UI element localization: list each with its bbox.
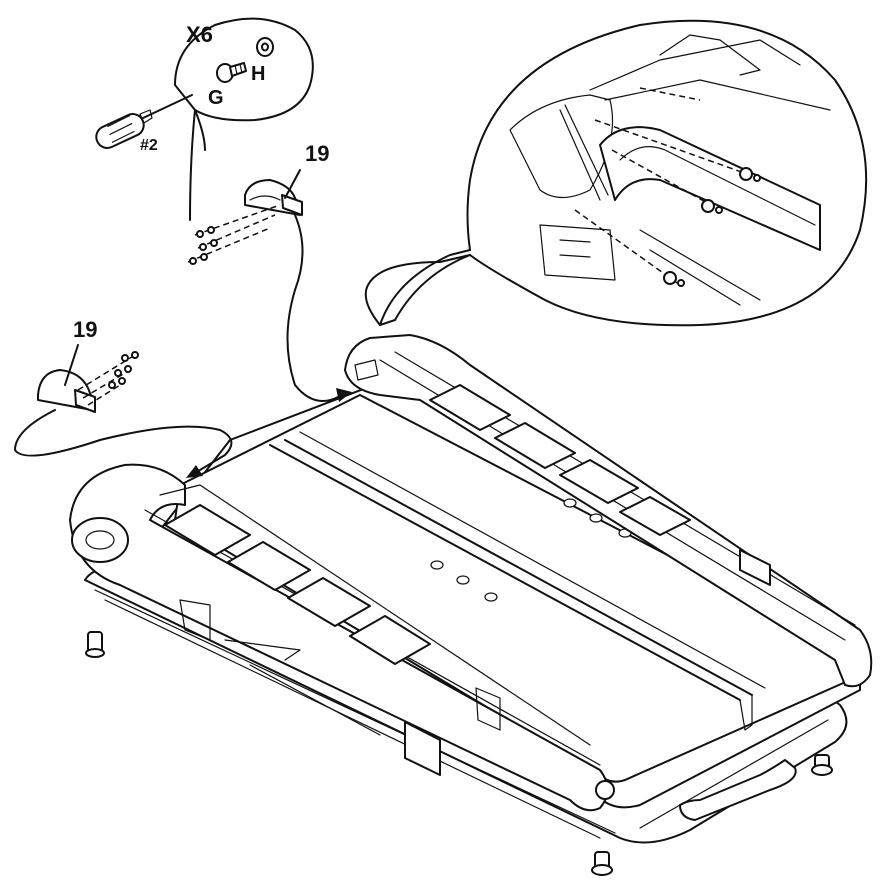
left-side-rail [69, 463, 615, 812]
washer-h-icon [256, 37, 274, 57]
right-side-rail [344, 334, 873, 688]
part-19-upper [187, 169, 303, 265]
screwdriver-label: #2 [140, 137, 158, 154]
part-g-label: G [208, 87, 224, 109]
screwdriver-icon [95, 94, 193, 149]
tools-callout [95, 17, 314, 221]
arrow-head-upper [336, 388, 352, 402]
tools-leader [189, 109, 196, 221]
part-19-left-label: 19 [73, 317, 97, 342]
screw-g-icon [216, 62, 247, 83]
part-19-left [37, 344, 139, 413]
quantity-label: X6 [186, 22, 213, 47]
detail-callout [379, 19, 868, 327]
part-19-left-leader [14, 409, 233, 471]
part-19-upper-leader [286, 214, 341, 403]
callout-leader [364, 254, 471, 326]
arrow-head-left [186, 465, 203, 478]
part-h-label: H [251, 63, 265, 85]
part-19-upper-label: 19 [305, 141, 329, 166]
